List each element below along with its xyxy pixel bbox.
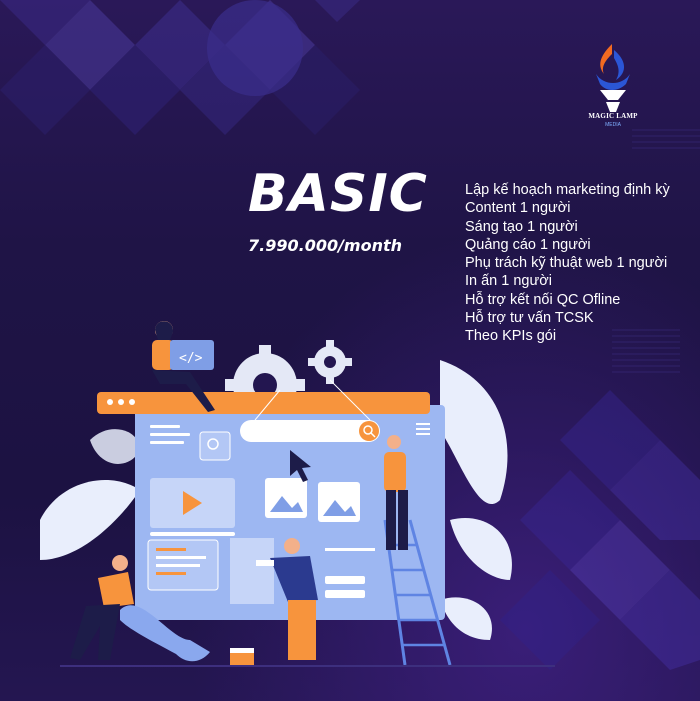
plan-title: BASIC	[248, 164, 428, 224]
feature-item: Sáng tạo 1 người	[465, 218, 578, 235]
leaf-left-icon	[40, 429, 140, 560]
logo-wordmark: MAGIC LAMP	[588, 112, 638, 120]
search-bar	[240, 420, 380, 442]
leaf-right-icon	[440, 360, 512, 640]
feature-item: Hỗ trợ kết nối QC Ofline	[465, 291, 621, 308]
feature-item: Hỗ trợ tư vấn TCSK	[465, 310, 594, 327]
feature-item: Phụ trách kỹ thuật web 1 người	[465, 255, 668, 272]
play-icon	[183, 491, 202, 515]
laptop-icon	[170, 340, 214, 370]
search-icon	[359, 421, 379, 441]
feature-item: Lập kế hoạch marketing định kỳ	[465, 182, 670, 198]
browser-titlebar	[97, 392, 430, 414]
feature-list: Lập kế hoạch marketing định kỳ Content 1…	[465, 181, 670, 346]
web-team-illustration: </>	[40, 321, 555, 667]
menu-icon	[416, 423, 430, 435]
person-laptop: </>	[152, 321, 215, 412]
person-wrench	[70, 555, 210, 662]
wrench-icon	[120, 605, 210, 662]
magic-lamp-logo	[596, 44, 630, 112]
paint-roller-icon	[256, 560, 274, 566]
feature-item: Theo KPIs gói	[465, 328, 557, 345]
logo-subtext: MEDIA	[605, 122, 621, 128]
person-painting	[256, 538, 318, 660]
cursor-icon	[290, 450, 311, 482]
svg-text:</>: </>	[179, 351, 203, 366]
feature-item: In ấn 1 người	[465, 273, 552, 290]
plan-price: 7.990.000/month	[248, 236, 403, 255]
person-ladder	[383, 435, 452, 666]
feature-item: Content 1 người	[465, 200, 571, 217]
feature-item: Quảng cáo 1 người	[465, 236, 591, 253]
